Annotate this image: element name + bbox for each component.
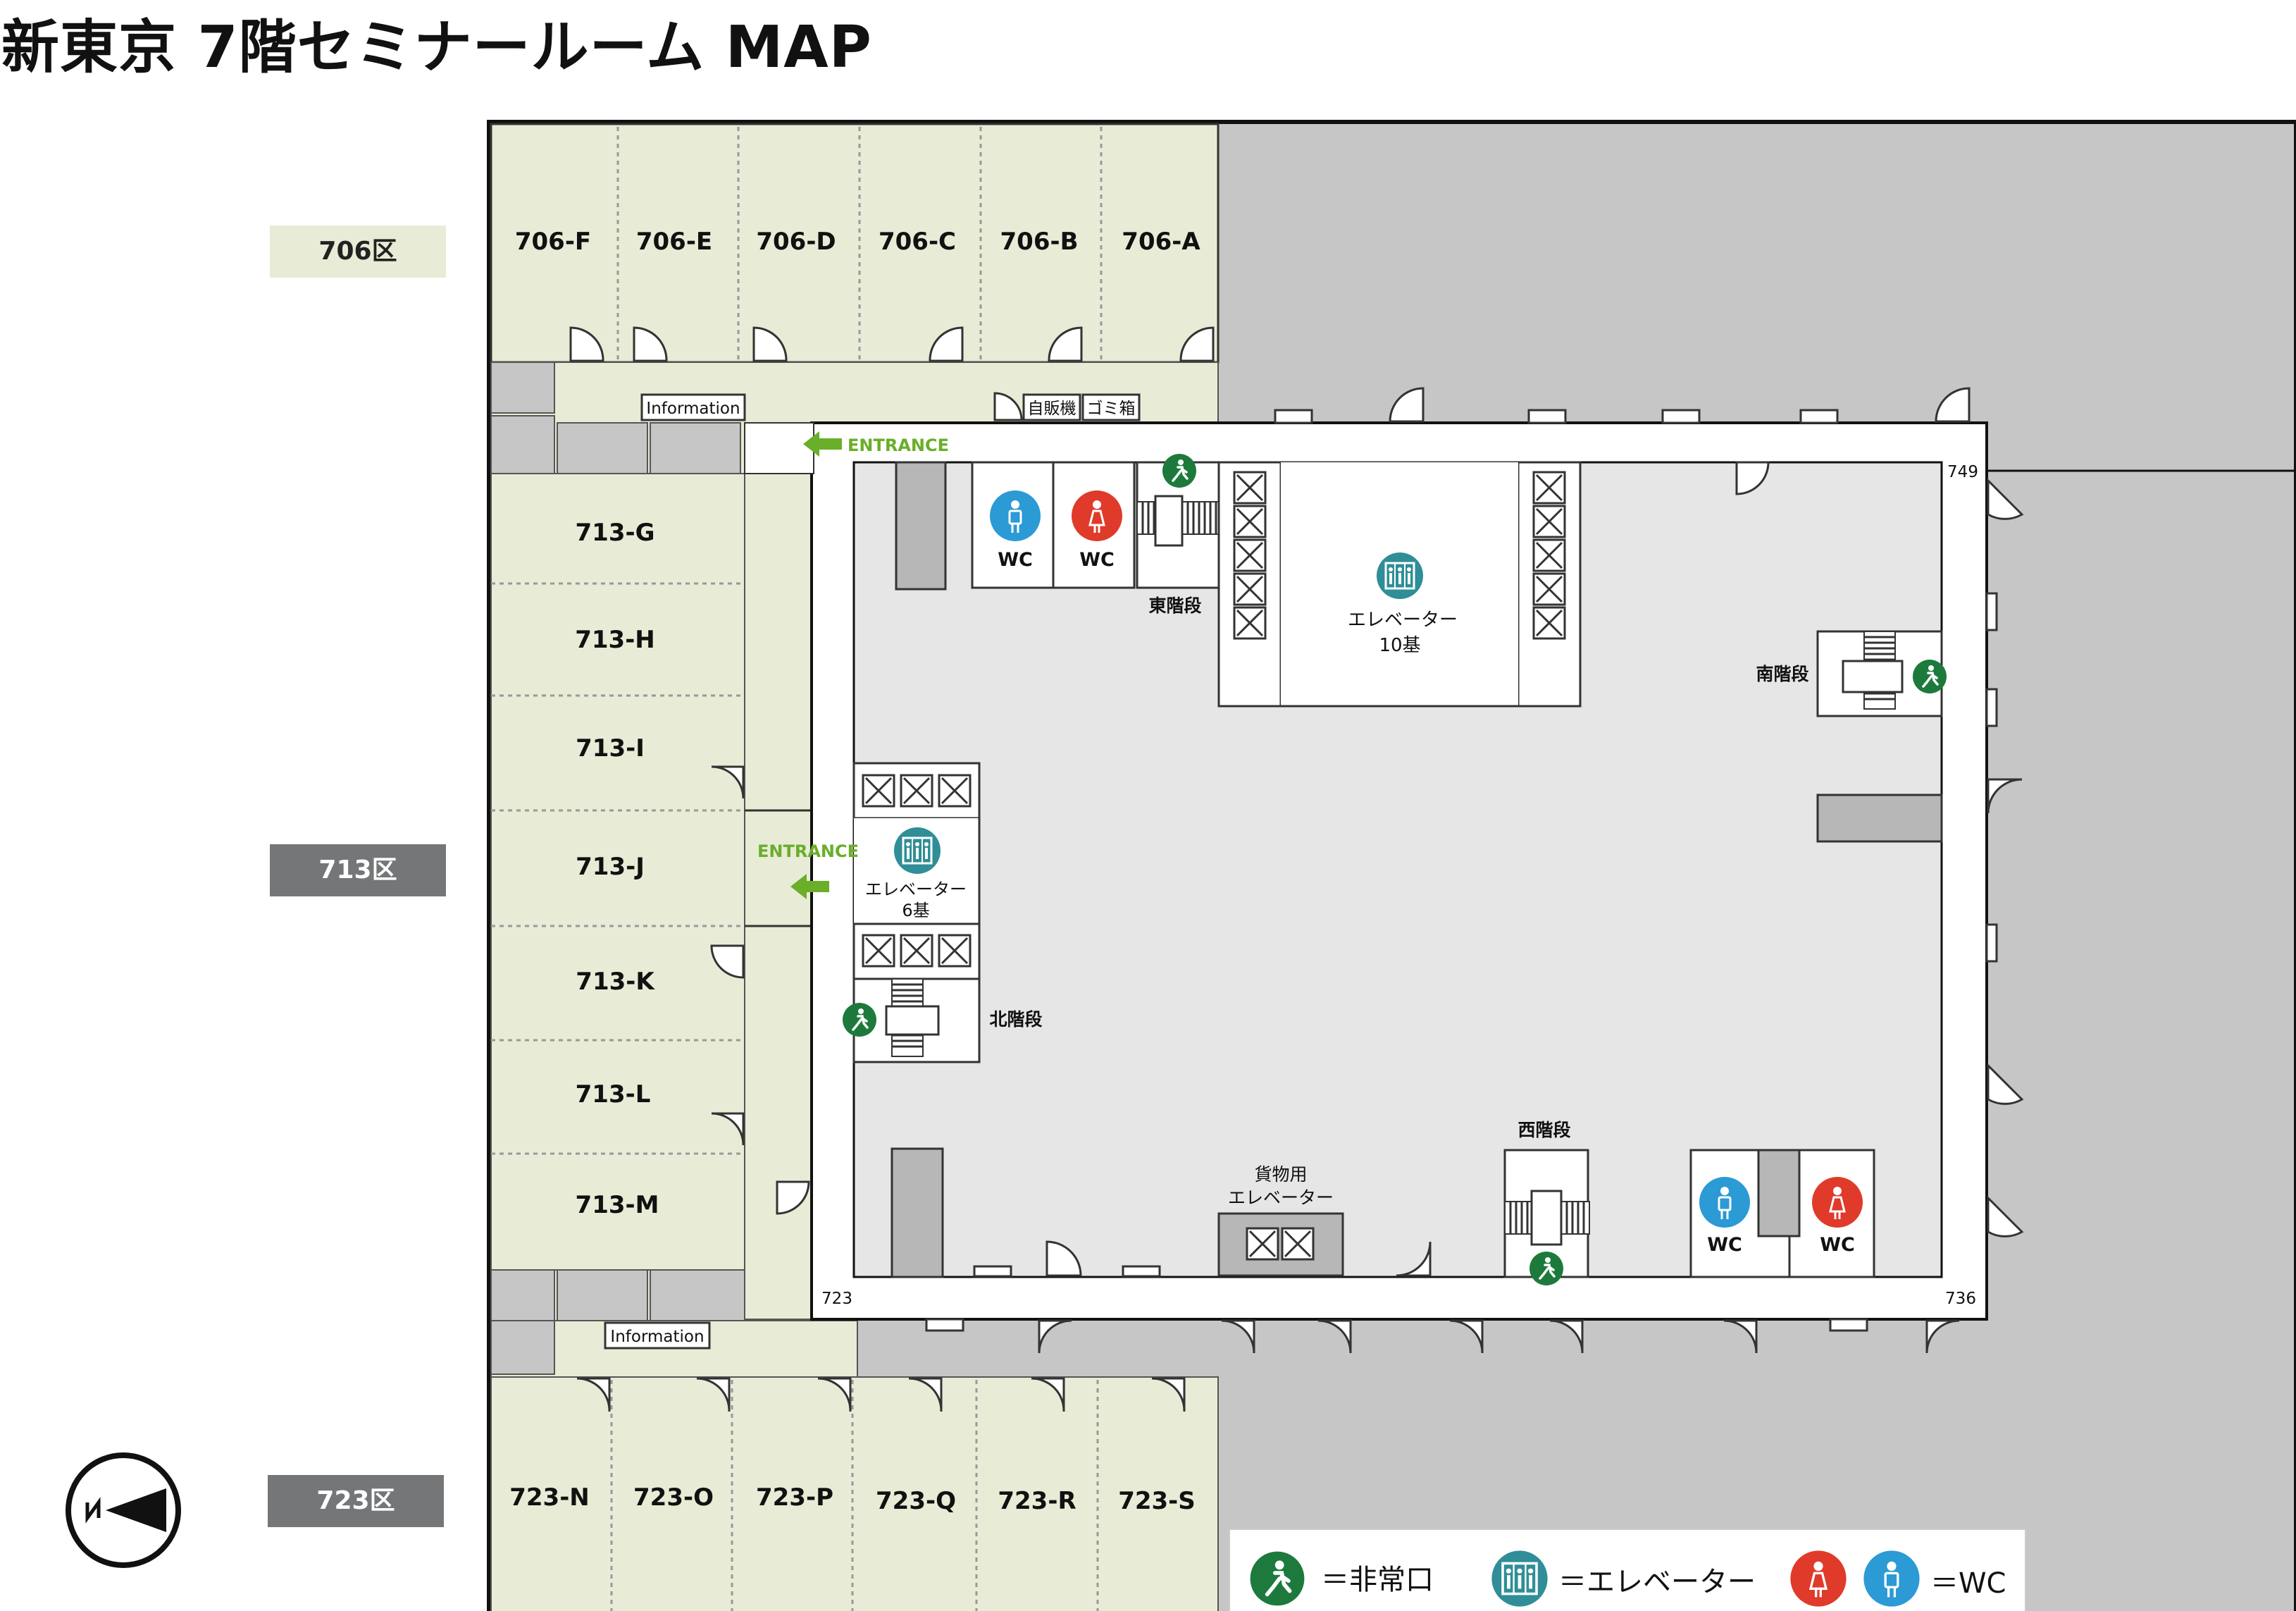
main-elevator-label: エレベーター	[1348, 610, 1458, 631]
south-stairs-label: 南階段	[1756, 664, 1808, 684]
entrance-label: ENTRANCE	[757, 841, 859, 861]
emergency-exit-icon	[1911, 658, 1948, 695]
legend-elevator-icon	[1490, 1549, 1549, 1608]
entrance-left: ENTRANCE	[757, 841, 859, 899]
zone-label-706: 706区	[270, 226, 446, 278]
page-title: 新東京 7階セミナールーム MAP	[1, 14, 872, 81]
information-label-bottom: Information	[610, 1328, 704, 1346]
legend-elevator-label: ＝エレベーター	[1558, 1566, 1756, 1598]
room-713-m[interactable]: 713-M	[576, 1191, 659, 1219]
elevator-icon	[1375, 551, 1425, 600]
north-stairs-label: 北階段	[989, 1009, 1042, 1030]
elevator-car	[938, 934, 972, 968]
freight-label: 貨物用	[1254, 1164, 1307, 1185]
legend-exit-label: ＝非常口	[1321, 1564, 1434, 1596]
elevator-car	[1233, 606, 1267, 640]
zone-label-713: 713区	[270, 844, 446, 896]
wc-label: WC	[998, 549, 1033, 571]
legend-wc-female-icon	[1789, 1549, 1848, 1608]
room-713-g[interactable]: 713-G	[576, 519, 655, 547]
room-706-c[interactable]: 706-C	[879, 228, 956, 256]
trash-label: ゴミ箱	[1087, 400, 1136, 418]
elevator-car	[1532, 606, 1566, 640]
elevator-car	[1233, 471, 1267, 505]
legend-wc-male-icon	[1862, 1549, 1921, 1608]
sub-elevator-count: 6基	[902, 901, 929, 920]
room-706-e[interactable]: 706-E	[636, 228, 712, 256]
room-723-n[interactable]: 723-N	[509, 1483, 590, 1512]
room-706-a[interactable]: 706-A	[1122, 228, 1200, 256]
elevator-car	[900, 774, 933, 808]
west-stairs-label: 西階段	[1518, 1120, 1570, 1140]
east-stairs-label: 東階段	[1148, 595, 1201, 616]
legend: ＝非常口 ＝エレベーター ＝WC	[1229, 1529, 2026, 1611]
zone-label-723: 723区	[268, 1475, 444, 1527]
room-723-q[interactable]: 723-Q	[876, 1487, 956, 1515]
wc-male-icon	[988, 489, 1042, 543]
legend-wc-label: ＝WC	[1930, 1567, 2006, 1600]
compass-icon	[66, 1452, 181, 1568]
elevator-car	[1532, 471, 1566, 505]
sub-elevator-label: エレベーター	[865, 879, 967, 899]
room-713-k[interactable]: 713-K	[576, 968, 655, 996]
freight-elevator-label: エレベーター	[1228, 1187, 1334, 1208]
elevator-car	[1233, 572, 1267, 606]
room-713-j[interactable]: 713-J	[576, 853, 645, 881]
room-713-i[interactable]: 713-I	[576, 734, 645, 763]
emergency-exit-icon	[841, 1001, 878, 1038]
room-723-p[interactable]: 723-P	[756, 1483, 833, 1512]
wc-female-icon	[1811, 1175, 1864, 1229]
entrance-top: ENTRANCE	[803, 431, 949, 457]
corner-736: 736	[1945, 1290, 1976, 1308]
entrance-arrow-icon	[803, 431, 842, 457]
room-723-s[interactable]: 723-S	[1118, 1487, 1196, 1515]
emergency-exit-icon	[1161, 452, 1198, 489]
elevator-icon	[893, 826, 942, 875]
information-label-top: Information	[646, 400, 740, 418]
main-elevator-count: 10基	[1379, 635, 1420, 656]
emergency-exit-icon	[1528, 1250, 1565, 1287]
vending-label: 自販機	[1028, 400, 1076, 418]
elevator-car	[862, 934, 895, 968]
freight-elevator-car	[1281, 1227, 1315, 1261]
entrance-arrow-icon	[790, 874, 829, 899]
room-706-b[interactable]: 706-B	[1000, 228, 1079, 256]
elevator-car	[1233, 505, 1267, 538]
room-713-l[interactable]: 713-L	[576, 1080, 651, 1109]
legend-exit-icon	[1251, 1552, 1305, 1606]
elevator-car	[1233, 538, 1267, 572]
wc-label: WC	[1707, 1234, 1742, 1256]
wc-male-icon	[1698, 1175, 1751, 1229]
room-723-o[interactable]: 723-O	[633, 1483, 714, 1512]
room-706-f[interactable]: 706-F	[515, 228, 591, 256]
room-706-d[interactable]: 706-D	[756, 228, 836, 256]
wc-label: WC	[1079, 549, 1115, 571]
room-723-r[interactable]: 723-R	[998, 1487, 1076, 1515]
freight-elevator-car	[1246, 1227, 1279, 1261]
room-713-h[interactable]: 713-H	[575, 626, 655, 654]
elevator-car	[862, 774, 895, 808]
elevator-car	[1532, 505, 1566, 538]
wc-label: WC	[1820, 1234, 1855, 1256]
elevator-car	[1532, 538, 1566, 572]
elevator-car	[900, 934, 933, 968]
wc-female-icon	[1070, 489, 1124, 543]
elevator-car	[938, 774, 972, 808]
elevator-car	[1532, 572, 1566, 606]
entrance-label: ENTRANCE	[848, 436, 949, 455]
corner-749: 749	[1947, 463, 1978, 481]
corner-723: 723	[821, 1290, 852, 1308]
